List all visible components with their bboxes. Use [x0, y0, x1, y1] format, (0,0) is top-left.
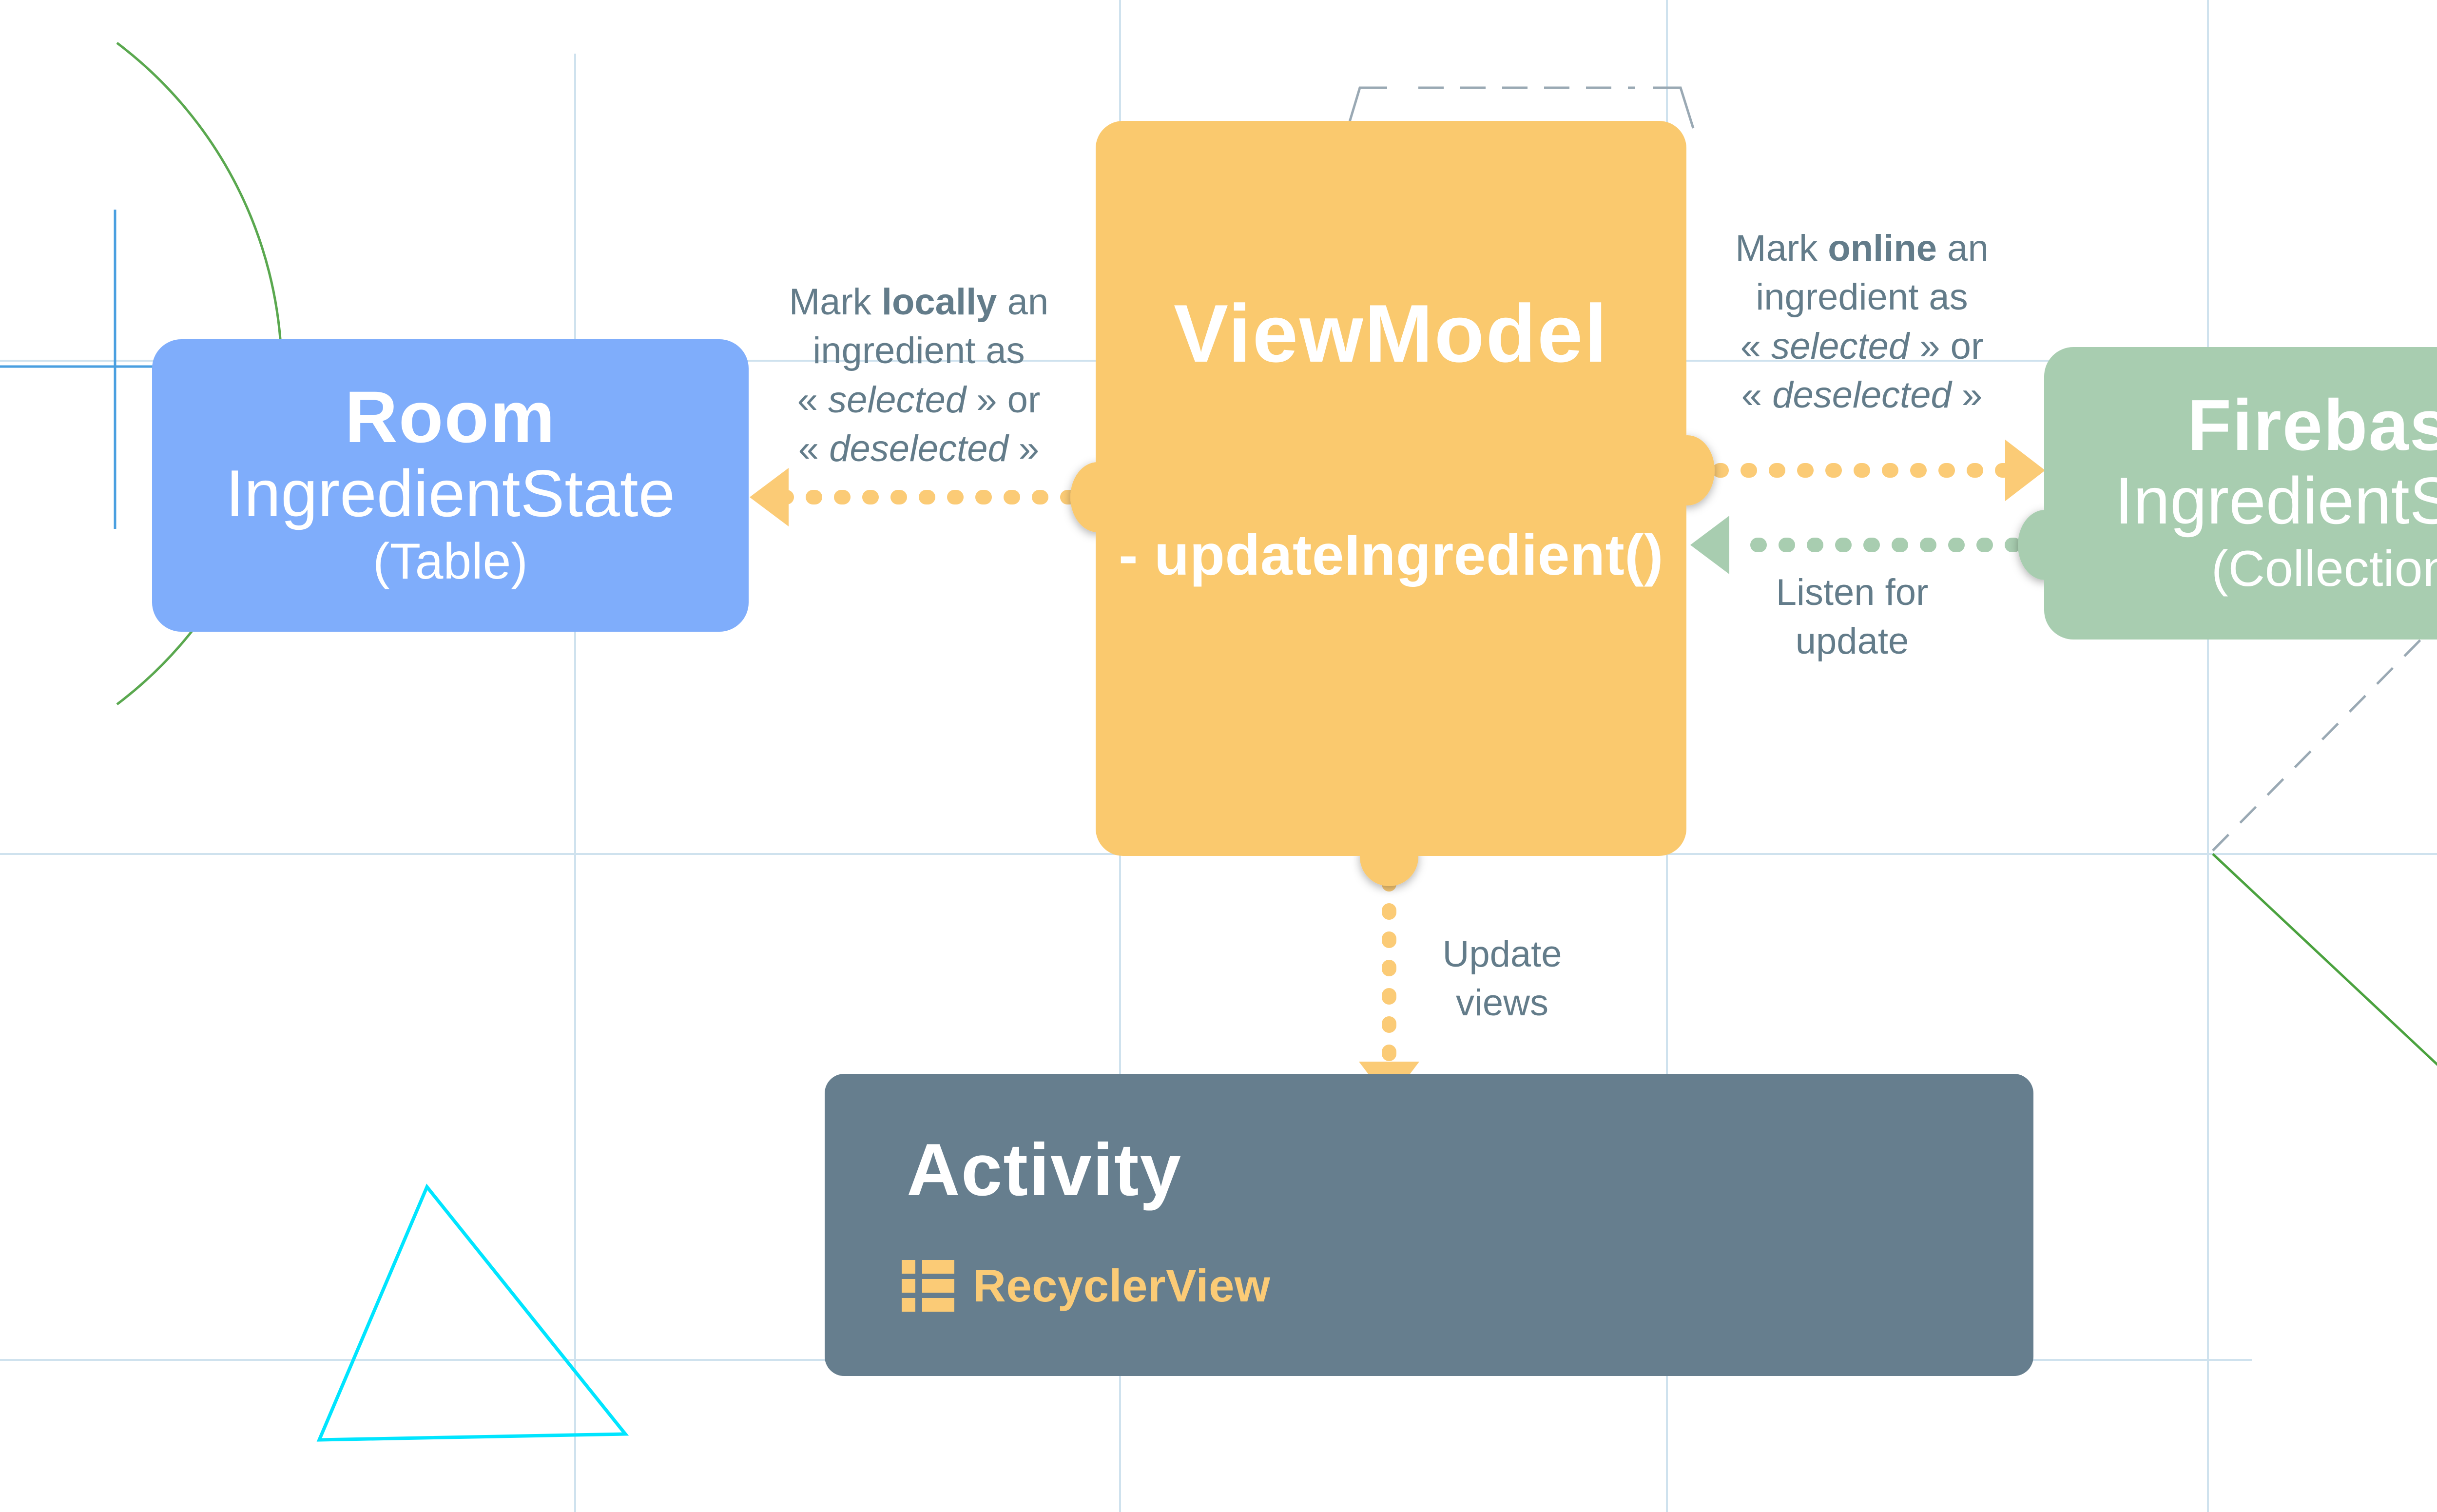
- mark-locally-selected: selected: [828, 379, 967, 421]
- edge-label-mark-locally: Mark locally an ingredient as « selected…: [751, 278, 1087, 473]
- mark-online-l3pre: «: [1740, 325, 1772, 367]
- edge-label-listen-for-update: Listen for update: [1735, 568, 1969, 666]
- edge-label-mark-online: Mark online an ingredient as « selected …: [1696, 224, 2028, 420]
- mark-locally-l4pre: «: [798, 427, 830, 469]
- node-firebase-title: Firebase: [2187, 385, 2437, 465]
- edge-label-update-views: Update views: [1405, 930, 1600, 1028]
- listen-line2: update: [1795, 620, 1909, 662]
- mark-locally-deselected: deselected: [829, 427, 1008, 469]
- node-room-subtitle: IngredientState: [225, 456, 676, 530]
- mark-online-pre: Mark: [1735, 228, 1828, 269]
- update-line2: views: [1455, 982, 1549, 1024]
- mark-online-deselected: deselected: [1772, 374, 1952, 416]
- node-firebase[interactable]: Firebase IngredientState (Collection): [2044, 347, 2437, 640]
- node-activity[interactable]: Activity RecyclerView: [825, 1074, 2033, 1376]
- cyan-triangle: [316, 1183, 629, 1442]
- mark-locally-post: an: [997, 281, 1049, 323]
- listen-line1: Listen for: [1776, 572, 1929, 613]
- list-grid-icon: [902, 1260, 954, 1312]
- mark-online-l3post: » or: [1909, 325, 1984, 367]
- mark-locally-pre: Mark: [789, 281, 882, 323]
- recyclerview-item[interactable]: RecyclerView: [902, 1260, 1270, 1312]
- node-room-detail: (Table): [373, 533, 528, 590]
- node-firebase-subtitle: IngredientState: [2114, 463, 2437, 538]
- node-viewmodel[interactable]: ViewModel - updateIngredient(): [1096, 121, 1686, 856]
- mark-online-selected: selected: [1771, 325, 1910, 367]
- mark-locally-bold: locally: [881, 281, 997, 323]
- green-diagonal-right: [2212, 853, 2437, 1066]
- node-viewmodel-method: - updateIngredient(): [1119, 523, 1663, 587]
- mark-locally-line2: ingredient as: [812, 330, 1025, 372]
- mark-locally-l3pre: «: [797, 379, 829, 421]
- node-room[interactable]: Room IngredientState (Table): [152, 339, 749, 632]
- mark-online-line2: ingredient as: [1756, 276, 1968, 318]
- node-activity-title: Activity: [907, 1128, 1182, 1211]
- mark-locally-l3post: » or: [966, 379, 1041, 421]
- node-viewmodel-title: ViewModel: [1173, 288, 1609, 379]
- recyclerview-label: RecyclerView: [973, 1260, 1271, 1311]
- mark-online-bold: online: [1828, 228, 1937, 269]
- mark-online-post: an: [1937, 228, 1989, 269]
- edge-viewmodel-to-firebase: [1660, 435, 2045, 505]
- update-line1: Update: [1442, 933, 1562, 975]
- mark-locally-l4post: »: [1008, 427, 1040, 469]
- mark-online-l4pre: «: [1741, 374, 1773, 416]
- node-firebase-detail: (Collection): [2211, 540, 2437, 597]
- mark-online-l4post: »: [1951, 374, 1983, 416]
- blue-cross-guide: [0, 210, 168, 529]
- node-room-title: Room: [345, 376, 556, 458]
